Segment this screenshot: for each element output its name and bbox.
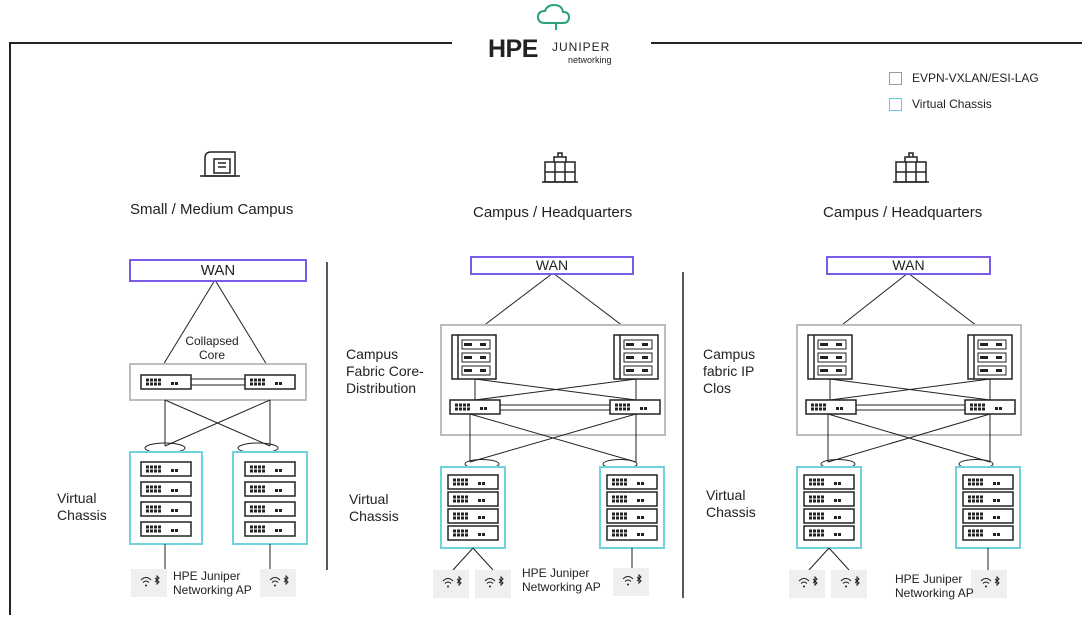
headquarters-building-icon bbox=[893, 152, 929, 183]
section-title: Campus / Headquarters bbox=[473, 204, 633, 221]
cloud-icon bbox=[536, 3, 571, 30]
vc-label: Virtual Chassis bbox=[349, 491, 399, 524]
collapsed-core-label: Collapsed Core bbox=[183, 334, 241, 362]
frame-left bbox=[9, 42, 452, 615]
ap-label: HPE Juniper Networking AP bbox=[173, 569, 252, 597]
section-title: Small / Medium Campus bbox=[130, 201, 294, 218]
fabric-label: Campus fabric IP Clos bbox=[703, 346, 756, 396]
wan-box: WAN bbox=[129, 259, 307, 282]
legend-label: Virtual Chassis bbox=[912, 97, 992, 111]
office-building-icon bbox=[200, 151, 240, 177]
fabric-label: Campus Fabric Core- Distribution bbox=[346, 346, 424, 396]
section-title: Campus / Headquarters bbox=[823, 204, 983, 221]
logo-main: HPE bbox=[488, 35, 538, 63]
headquarters-building-icon bbox=[542, 152, 578, 183]
legend-swatch-evpn bbox=[889, 71, 902, 85]
ap-label: HPE Juniper Networking AP bbox=[522, 566, 601, 594]
legend-label: EVPN-VXLAN/ESI-LAG bbox=[912, 71, 1039, 85]
wan-box: WAN bbox=[470, 256, 634, 275]
wan-box: WAN bbox=[826, 256, 991, 275]
logo-sub2: networking bbox=[568, 55, 612, 65]
logo-sub: JUNIPER bbox=[552, 40, 611, 54]
vc-label: Virtual Chassis bbox=[706, 487, 756, 520]
ap-label: HPE Juniper Networking AP bbox=[895, 572, 974, 600]
section-campus-ipclos bbox=[788, 272, 1022, 599]
legend-swatch-vc bbox=[889, 97, 902, 111]
vc-label: Virtual Chassis bbox=[57, 490, 107, 523]
legend-evpn: EVPN-VXLAN/ESI-LAG bbox=[889, 71, 1039, 85]
section-campus-fabric bbox=[432, 272, 666, 599]
legend-vc: Virtual Chassis bbox=[889, 97, 992, 111]
section-small-campus bbox=[129, 279, 308, 598]
hpe-juniper-logo: HPE bbox=[488, 35, 538, 64]
